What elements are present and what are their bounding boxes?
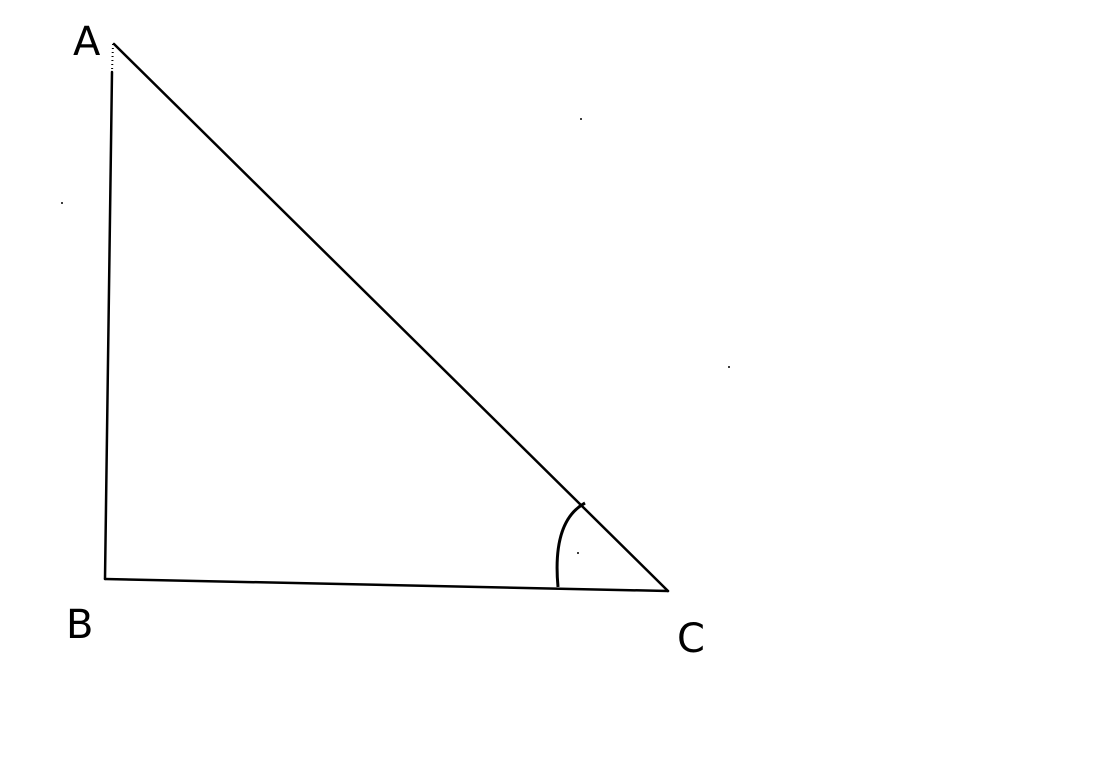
speck: [61, 202, 63, 204]
vertex-label-c: C: [677, 616, 705, 662]
side-ac: [112, 42, 670, 593]
side-ab: [103, 70, 114, 581]
speck: [580, 118, 582, 120]
vertex-label-a: A: [73, 19, 101, 65]
angle-c-arc: [555, 501, 586, 588]
side-bc: [103, 577, 670, 593]
side-ab-dotted-top: [111, 43, 114, 73]
vertex-label-b: B: [66, 602, 93, 648]
speck: [728, 366, 730, 368]
speck: [577, 552, 579, 554]
